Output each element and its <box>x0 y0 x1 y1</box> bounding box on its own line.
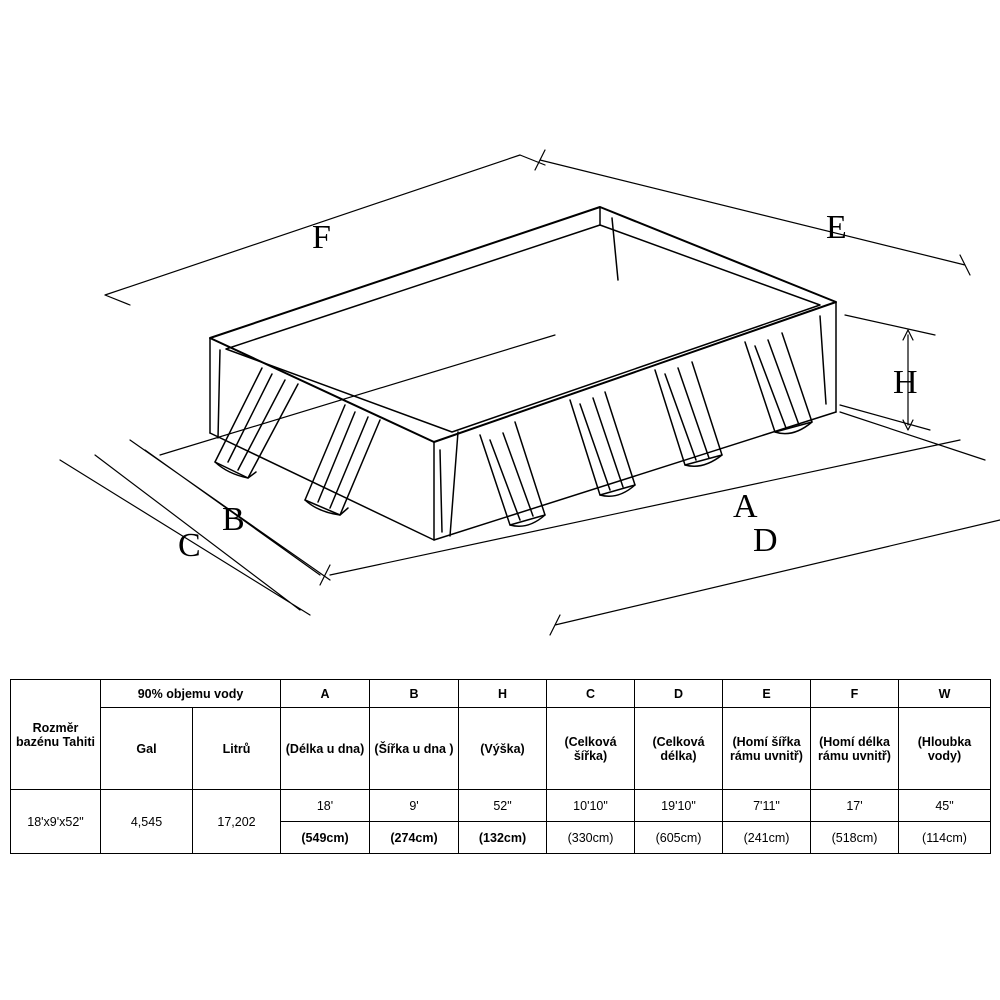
pool-outline <box>209 206 837 541</box>
col-desc: (Hloubka vody) <box>898 707 991 790</box>
litru-value: 17,202 <box>192 789 281 854</box>
metric-value: (330cm) <box>546 821 635 854</box>
metric-value: (549cm) <box>280 821 370 854</box>
imperial-value: 7'11" <box>722 789 811 822</box>
pool-legs <box>214 332 813 527</box>
imperial-value: 17' <box>810 789 899 822</box>
metric-value: (518cm) <box>810 821 899 854</box>
metric-value: (114cm) <box>898 821 991 854</box>
metric-value: (605cm) <box>634 821 723 854</box>
col-letter: A <box>280 679 370 708</box>
label-h: H <box>893 364 918 401</box>
metric-value: (241cm) <box>722 821 811 854</box>
litru-header: Litrů <box>192 707 281 790</box>
col-letter: H <box>458 679 547 708</box>
col-letter: W <box>898 679 991 708</box>
imperial-value: 19'10" <box>634 789 723 822</box>
dimension-lines <box>59 149 1000 636</box>
pool-size-header: Rozměr bazénu Tahiti <box>10 679 101 790</box>
metric-value: (274cm) <box>369 821 459 854</box>
label-c: C <box>178 527 201 564</box>
imperial-value: 9' <box>369 789 459 822</box>
col-desc: (Délka u dna) <box>280 707 370 790</box>
col-desc: (Homí šířka rámu uvnitř) <box>722 707 811 790</box>
label-b: B <box>222 501 245 538</box>
col-desc: (Homí délka rámu uvnitř) <box>810 707 899 790</box>
label-a: A <box>733 488 758 525</box>
col-letter: C <box>546 679 635 708</box>
gal-value: 4,545 <box>100 789 193 854</box>
pool-size-value: 18'x9'x52" <box>10 789 101 854</box>
label-f: F <box>312 219 331 256</box>
col-desc: (Výška) <box>458 707 547 790</box>
pool-spec-table: Rozměr bazénu Tahiti 90% objemu vody A B… <box>10 679 991 854</box>
imperial-value: 18' <box>280 789 370 822</box>
col-letter: B <box>369 679 459 708</box>
imperial-value: 10'10" <box>546 789 635 822</box>
water-volume-header: 90% objemu vody <box>100 679 281 708</box>
col-desc: (Celková šířka) <box>546 707 635 790</box>
gal-header: Gal <box>100 707 193 790</box>
pool-dimension-diagram: F E H B C A D <box>59 149 1000 636</box>
col-letter: E <box>722 679 811 708</box>
imperial-value: 45" <box>898 789 991 822</box>
label-d: D <box>753 522 778 559</box>
col-letter: D <box>634 679 723 708</box>
col-letter: F <box>810 679 899 708</box>
metric-value: (132cm) <box>458 821 547 854</box>
label-e: E <box>826 209 847 246</box>
imperial-value: 52" <box>458 789 547 822</box>
col-desc: (Celková délka) <box>634 707 723 790</box>
col-desc: (Šířka u dna ) <box>369 707 459 790</box>
